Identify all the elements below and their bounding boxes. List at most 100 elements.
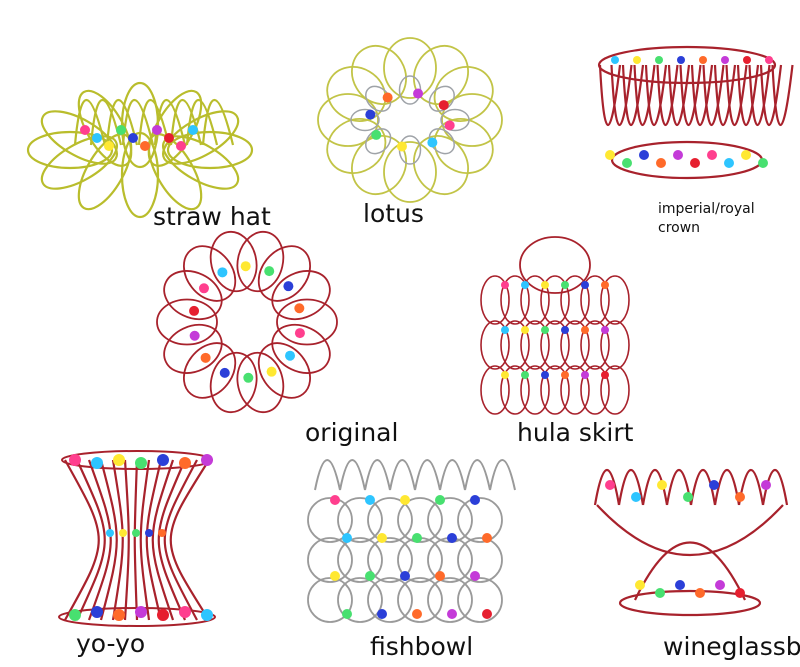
bead bbox=[470, 495, 480, 505]
wire-arch bbox=[633, 64, 656, 126]
wineglass-label: wineglassb bbox=[663, 632, 800, 661]
bead bbox=[633, 56, 641, 64]
bead bbox=[501, 371, 509, 379]
bead bbox=[158, 529, 166, 537]
imperial-crown-toy-image bbox=[597, 45, 794, 180]
bead bbox=[735, 588, 745, 598]
bead bbox=[581, 281, 589, 289]
wire-loop bbox=[480, 275, 510, 325]
wire-loop bbox=[580, 275, 610, 325]
bead bbox=[561, 326, 569, 334]
wire-arch bbox=[489, 459, 516, 491]
wire-curve bbox=[111, 459, 124, 621]
wire-loops bbox=[307, 459, 516, 623]
wire-loop bbox=[600, 320, 630, 370]
wire-loop bbox=[40, 110, 118, 165]
bead bbox=[330, 495, 340, 505]
wire-loop bbox=[600, 275, 630, 325]
bead bbox=[330, 571, 340, 581]
bead bbox=[521, 326, 529, 334]
wire-arch bbox=[690, 64, 714, 126]
bead bbox=[198, 283, 209, 294]
wire-curve bbox=[64, 459, 100, 621]
wire-arch bbox=[713, 469, 741, 506]
wire-arch bbox=[736, 64, 760, 126]
bead bbox=[176, 141, 186, 151]
wire-loop bbox=[337, 577, 383, 623]
bead bbox=[140, 141, 150, 151]
bead bbox=[501, 326, 509, 334]
wineglass-toy bbox=[585, 425, 795, 630]
wire-loop bbox=[520, 365, 550, 415]
wire-loop bbox=[441, 93, 503, 147]
wire-loop bbox=[560, 320, 590, 370]
bead bbox=[113, 609, 125, 621]
bead bbox=[396, 141, 407, 152]
wire-arch bbox=[105, 98, 139, 146]
yo-yo-toy-image bbox=[58, 450, 216, 627]
wire-curve bbox=[634, 541, 746, 601]
bead bbox=[412, 533, 422, 543]
bead bbox=[92, 133, 102, 143]
wire-arch bbox=[759, 64, 783, 126]
bead bbox=[435, 495, 445, 505]
bead bbox=[501, 281, 509, 289]
bead bbox=[145, 529, 153, 537]
wire-loop bbox=[500, 320, 530, 370]
wire-curve bbox=[145, 459, 163, 621]
wire-curve bbox=[76, 459, 106, 621]
bead bbox=[673, 150, 683, 160]
wire-loop bbox=[257, 245, 311, 302]
wire-loop bbox=[162, 110, 240, 165]
wire-loop bbox=[480, 365, 510, 415]
bead bbox=[735, 492, 745, 502]
bead bbox=[581, 326, 589, 334]
bead bbox=[189, 330, 200, 341]
wire-loop bbox=[307, 537, 353, 583]
bead bbox=[611, 56, 619, 64]
wire-loop bbox=[183, 342, 237, 399]
wire-arch bbox=[771, 64, 794, 126]
bead bbox=[683, 492, 693, 502]
wire-loop bbox=[163, 270, 223, 321]
wire-loop bbox=[597, 45, 777, 85]
wire-loop bbox=[147, 133, 203, 211]
wineglass-toy-image bbox=[593, 469, 789, 617]
bead bbox=[741, 150, 751, 160]
hula-skirt-toy-image bbox=[480, 236, 630, 415]
bead bbox=[135, 457, 147, 469]
bead bbox=[80, 125, 90, 135]
wire-loop bbox=[307, 577, 353, 623]
wire-loop bbox=[307, 497, 353, 543]
bead bbox=[189, 305, 200, 316]
wire-loop bbox=[560, 365, 590, 415]
wire-loop bbox=[271, 270, 331, 321]
bead bbox=[639, 150, 649, 160]
lotus-toy-image bbox=[317, 37, 503, 203]
imperial-crown-label-line1: imperial/royal bbox=[658, 201, 755, 217]
fishbowl-toy-image bbox=[307, 459, 516, 623]
lotus-label: lotus bbox=[363, 199, 424, 228]
wire-loop bbox=[440, 108, 470, 132]
bead bbox=[482, 533, 492, 543]
wire-arch bbox=[389, 459, 416, 491]
wire-loop bbox=[276, 298, 338, 346]
wire-arch bbox=[713, 64, 737, 126]
bead bbox=[365, 495, 375, 505]
bead bbox=[761, 480, 771, 490]
bead bbox=[601, 326, 609, 334]
bead bbox=[91, 457, 103, 469]
wire-loops bbox=[480, 236, 630, 415]
wire-loop bbox=[540, 365, 570, 415]
wire-arch bbox=[656, 64, 679, 126]
wire-loop bbox=[156, 298, 218, 346]
wire-loop bbox=[500, 365, 530, 415]
wire-arch bbox=[617, 469, 645, 506]
wire-loop bbox=[457, 497, 503, 543]
bead bbox=[128, 133, 138, 143]
straw-hat-toy-image bbox=[26, 81, 254, 219]
wire-loops bbox=[58, 450, 216, 627]
bead bbox=[635, 580, 645, 590]
wire-loop bbox=[520, 320, 550, 370]
wire-loop bbox=[147, 89, 203, 167]
